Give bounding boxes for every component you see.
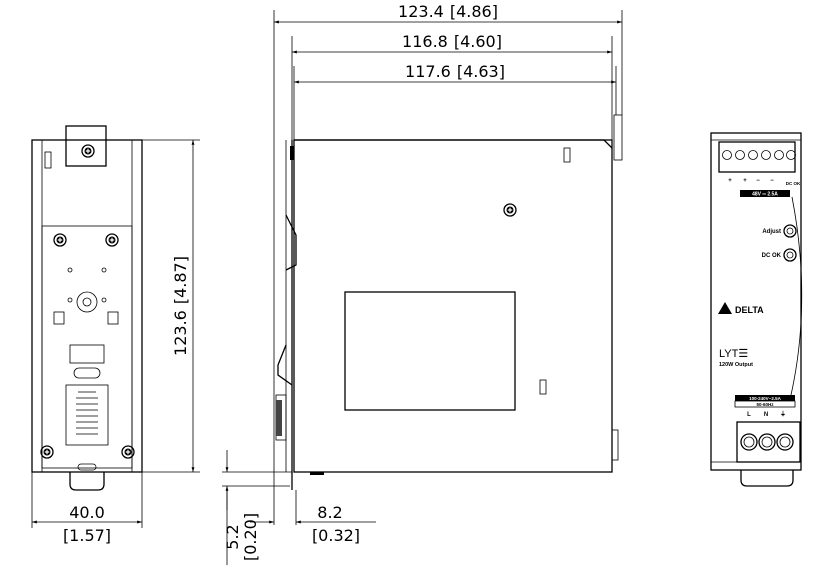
rail-depth-in: [4.63]: [457, 62, 505, 81]
rail-depth-mm: 117.6: [405, 62, 451, 81]
brand-logo: DELTA: [735, 305, 764, 315]
svg-text:116.8[4.60]: 116.8 [4.60]: [402, 32, 502, 51]
body-depth-mm: 116.8: [402, 32, 448, 51]
input-terminal-label: L: [747, 412, 751, 418]
dc-ok-label: DC OK: [762, 253, 782, 259]
terminal-label: +: [728, 178, 732, 184]
front-view: + + − − DC OK 48V ═ 2.5A Adjust DC OK DE…: [710, 132, 803, 487]
side-view: [273, 114, 623, 490]
input-terminal-label: ⏚: [780, 411, 786, 418]
adjust-label: Adjust: [762, 229, 781, 235]
foot-offset-in: [0.20]: [241, 513, 260, 561]
rear-view: [31, 125, 143, 491]
input-terminals: [740, 433, 794, 451]
width-in: [1.57]: [63, 526, 111, 545]
power-label: 120W Output: [719, 362, 753, 368]
width-mm: 40.0: [69, 503, 105, 522]
terminal-label: DC OK: [786, 181, 801, 186]
depth-dimensions: 123.4 [4.86] 116.8 [4.60] 117.6 [4.63]: [273, 2, 623, 140]
body-depth-in: [4.60]: [454, 32, 502, 51]
height-in: [4.87]: [171, 256, 190, 304]
terminal-label: −: [770, 178, 774, 184]
foot-offset-mm: 5.2: [223, 524, 242, 549]
offset-dimensions: 5.2 [0.20] 8.2 [0.32]: [222, 450, 376, 565]
input-terminal-label: N: [764, 412, 768, 418]
output-rating: 48V ═ 2.5A: [752, 192, 778, 198]
height-dimension: 123.6 [4.87]: [142, 139, 200, 473]
rail-offset-mm: 8.2: [317, 503, 342, 522]
height-mm: 123.6: [171, 310, 190, 356]
overall-depth-in: [4.86]: [450, 2, 498, 21]
svg-text:117.6[4.63]: 117.6 [4.63]: [405, 62, 505, 81]
svg-text:123.6[4.87]: 123.6 [4.87]: [171, 256, 190, 356]
overall-depth-mm: 123.4: [398, 2, 444, 21]
output-terminals: [722, 150, 796, 160]
series-logo: LYT☰: [719, 348, 748, 360]
rail-offset-in: [0.32]: [312, 526, 360, 545]
input-frequency: 50-60Hz: [756, 402, 774, 407]
delta-logo: [718, 302, 732, 314]
terminal-label: +: [743, 178, 747, 184]
terminal-label: −: [756, 178, 760, 184]
width-dimension: 40.0 [1.57]: [31, 472, 143, 545]
svg-text:123.4[4.86]: 123.4 [4.86]: [398, 2, 498, 21]
input-rating: 100-240V~2.5A: [749, 396, 781, 401]
